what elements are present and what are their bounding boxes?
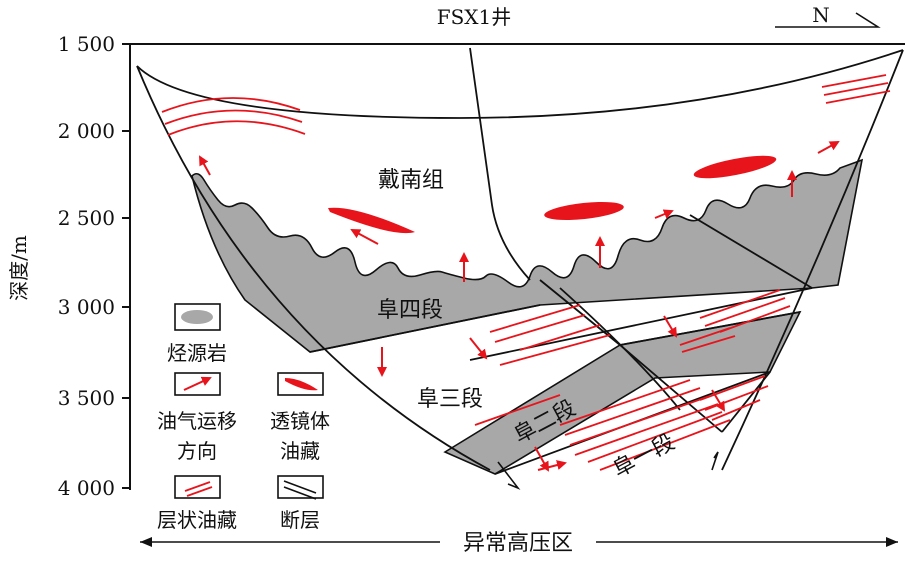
- legend-lens: 透镜体 油藏: [270, 372, 330, 463]
- legend-layered-label: 层状油藏: [157, 508, 237, 532]
- legend-layered: 层状油藏: [157, 475, 237, 532]
- legend-fault: 断层: [277, 475, 324, 532]
- legend-fault-label: 断层: [280, 508, 320, 532]
- legend-source-rock-label: 烃源岩: [167, 341, 227, 365]
- legend-migration-label-1: 油气运移: [157, 409, 237, 433]
- depth-tick-1500: 1 500: [58, 32, 115, 56]
- legend-migration: 油气运移 方向: [157, 372, 237, 463]
- abnormal-pressure-span: 异常高压区: [140, 531, 898, 556]
- lens-reservoirs: [328, 155, 777, 234]
- formation-fu1-label: 阜一段: [609, 430, 679, 483]
- legend-lens-label-2: 油藏: [280, 439, 320, 463]
- migration-arrows: [199, 141, 840, 472]
- source-rock-fu4-band: [191, 158, 864, 353]
- north-arrow: N: [775, 3, 881, 28]
- legend-source-rock: 烃源岩: [167, 303, 227, 365]
- layered-reservoirs: [161, 74, 891, 471]
- abnormal-pressure-label: 异常高压区: [463, 531, 573, 556]
- formation-dainan-label: 戴南组: [378, 168, 444, 193]
- well-label: FSX1井: [437, 5, 512, 29]
- legend-lens-label-1: 透镜体: [270, 409, 330, 433]
- depth-axis-label: 深度/m: [7, 235, 31, 301]
- legend-migration-label-2: 方向: [177, 439, 217, 463]
- formation-fu3-label: 阜三段: [417, 387, 483, 412]
- depth-tick-4000: 4 000: [58, 476, 115, 500]
- basin-structure-lines: [136, 47, 904, 475]
- lens-reservoir-1: [328, 207, 415, 234]
- lens-reservoir-3: [693, 155, 777, 179]
- depth-tick-3000: 3 000: [58, 295, 115, 319]
- fault-arrows: [497, 451, 719, 490]
- lens-reservoir-2: [544, 202, 624, 220]
- depth-tick-2000: 2 000: [58, 119, 115, 143]
- depth-tick-3500: 3 500: [58, 386, 115, 410]
- formation-fu4-label: 阜四段: [377, 298, 443, 323]
- depth-tick-2500: 2 500: [58, 206, 115, 230]
- north-label: N: [812, 3, 830, 27]
- depth-axis: 1 500 2 000 2 500 3 000 3 500 4 000 深度/m: [7, 32, 905, 500]
- legend: 烃源岩 油气运移 方向 透镜体 油藏 层状油藏 断层: [157, 303, 330, 532]
